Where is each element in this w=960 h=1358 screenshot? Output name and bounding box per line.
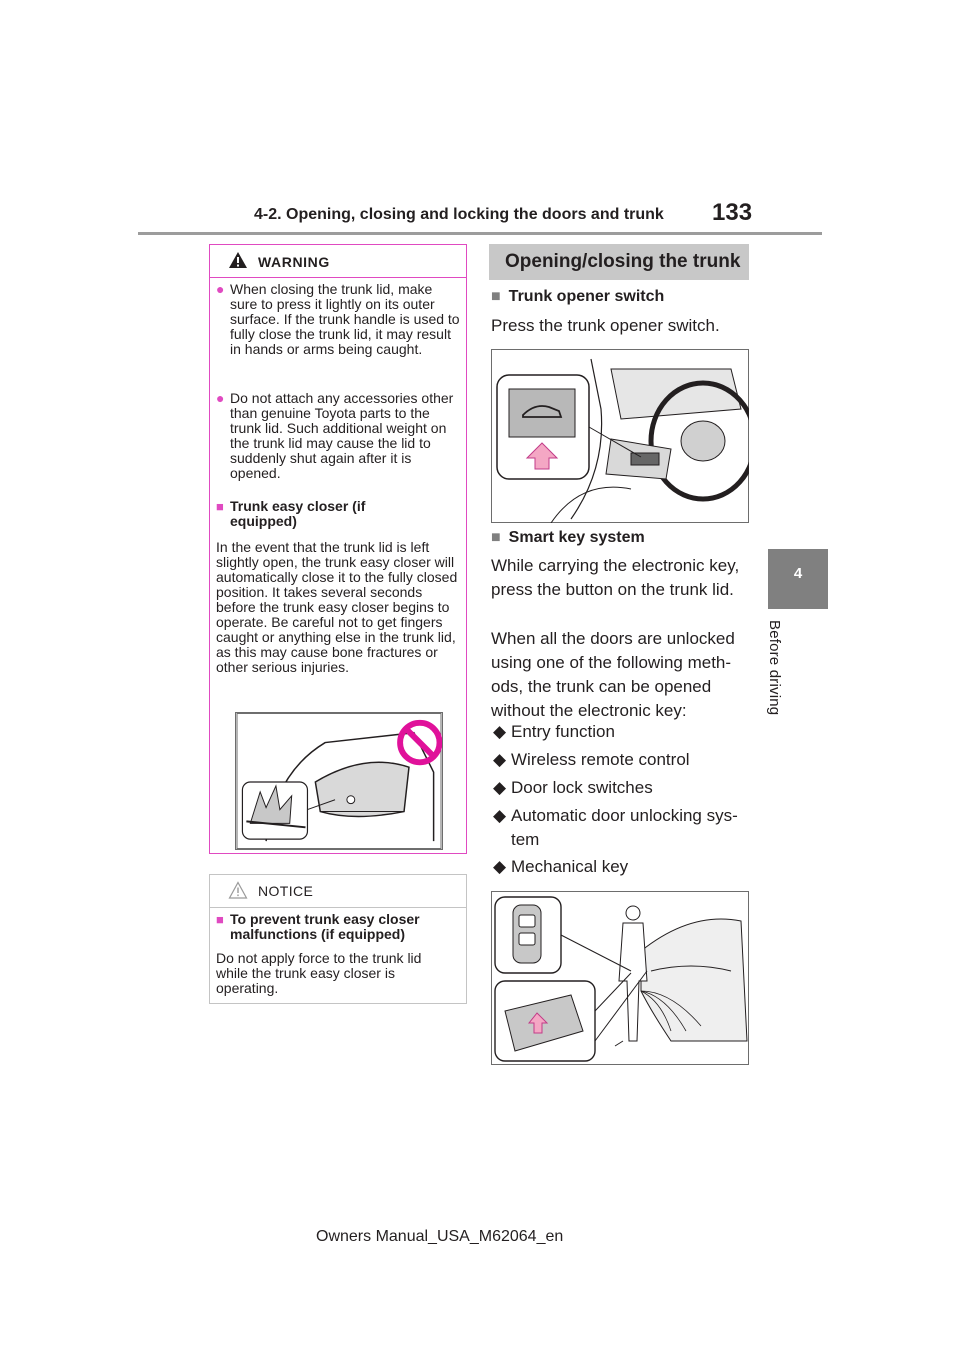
warning-paragraph: In the event that the trunk lid is left … bbox=[216, 539, 458, 675]
trunk-closing-prohibited-illustration bbox=[235, 712, 443, 850]
list-item: ◆Wireless remote control bbox=[493, 748, 753, 772]
square-bullet-icon: ■ bbox=[491, 288, 501, 305]
notice-header: NOTICE bbox=[210, 875, 466, 908]
chapter-label: Before driving bbox=[766, 620, 783, 716]
warning-bullet-1: ● When closing the trunk lid, make sure … bbox=[216, 281, 460, 357]
warning-triangle-icon bbox=[229, 252, 247, 268]
warning-box: WARNING ● When closing the trunk lid, ma… bbox=[209, 244, 467, 854]
list-item: ◆Automatic door unlocking sys-tem bbox=[493, 806, 738, 849]
warning-header: WARNING bbox=[210, 245, 466, 278]
diamond-bullet-icon: ◆ bbox=[493, 857, 507, 876]
paragraph-doors-unlocked: When all the doors are unlocked using on… bbox=[491, 629, 735, 720]
circle-bullet-icon: ● bbox=[216, 390, 225, 406]
subheading-trunk-opener-switch: ■Trunk opener switch bbox=[491, 288, 665, 305]
list-item: ◆Door lock switches bbox=[493, 776, 753, 800]
list-item: ◆Mechanical key bbox=[493, 855, 753, 879]
square-bullet-icon: ■ bbox=[216, 912, 224, 927]
notice-title: NOTICE bbox=[258, 883, 314, 899]
notice-subheading: ■ To prevent trunk easy closer malfuncti… bbox=[216, 911, 420, 942]
notice-box: NOTICE ■ To prevent trunk easy closer ma… bbox=[209, 874, 467, 1004]
diamond-bullet-icon: ◆ bbox=[493, 806, 507, 825]
notice-triangle-icon bbox=[228, 881, 248, 899]
circle-bullet-icon: ● bbox=[216, 281, 225, 297]
square-bullet-icon: ■ bbox=[216, 499, 224, 514]
trunk-opener-switch-illustration bbox=[491, 349, 749, 523]
header-divider bbox=[138, 232, 822, 235]
warning-bullet-2: ● Do not attach any accessories other th… bbox=[216, 390, 454, 481]
section-heading-box: Opening/closing the trunk bbox=[489, 244, 749, 280]
chapter-number: 4 bbox=[793, 565, 803, 582]
section-heading: Opening/closing the trunk bbox=[505, 251, 741, 272]
paragraph-press-switch: Press the trunk opener switch. bbox=[491, 316, 720, 335]
footer-manual-id: Owners Manual_USA_M62064_en bbox=[316, 1228, 564, 1245]
square-bullet-icon: ■ bbox=[491, 529, 501, 546]
diamond-bullet-icon: ◆ bbox=[493, 750, 507, 769]
warning-title: WARNING bbox=[258, 254, 330, 270]
page-number: 133 bbox=[712, 199, 753, 226]
subheading-smart-key-system: ■Smart key system bbox=[491, 529, 645, 546]
chapter-tab: 4 bbox=[768, 549, 828, 609]
diamond-bullet-icon: ◆ bbox=[493, 722, 507, 741]
warning-subheading: ■ Trunk easy closer (if equipped) bbox=[216, 498, 366, 529]
diamond-bullet-icon: ◆ bbox=[493, 778, 507, 797]
section-header-title: 4-2. Opening, closing and locking the do… bbox=[254, 206, 664, 223]
paragraph-carrying-key: While carrying the electronic key, press… bbox=[491, 556, 740, 599]
notice-paragraph: Do not apply force to the trunk lid whil… bbox=[216, 950, 422, 996]
list-item: ◆Entry function bbox=[493, 720, 753, 744]
smart-key-trunk-illustration bbox=[491, 891, 749, 1065]
